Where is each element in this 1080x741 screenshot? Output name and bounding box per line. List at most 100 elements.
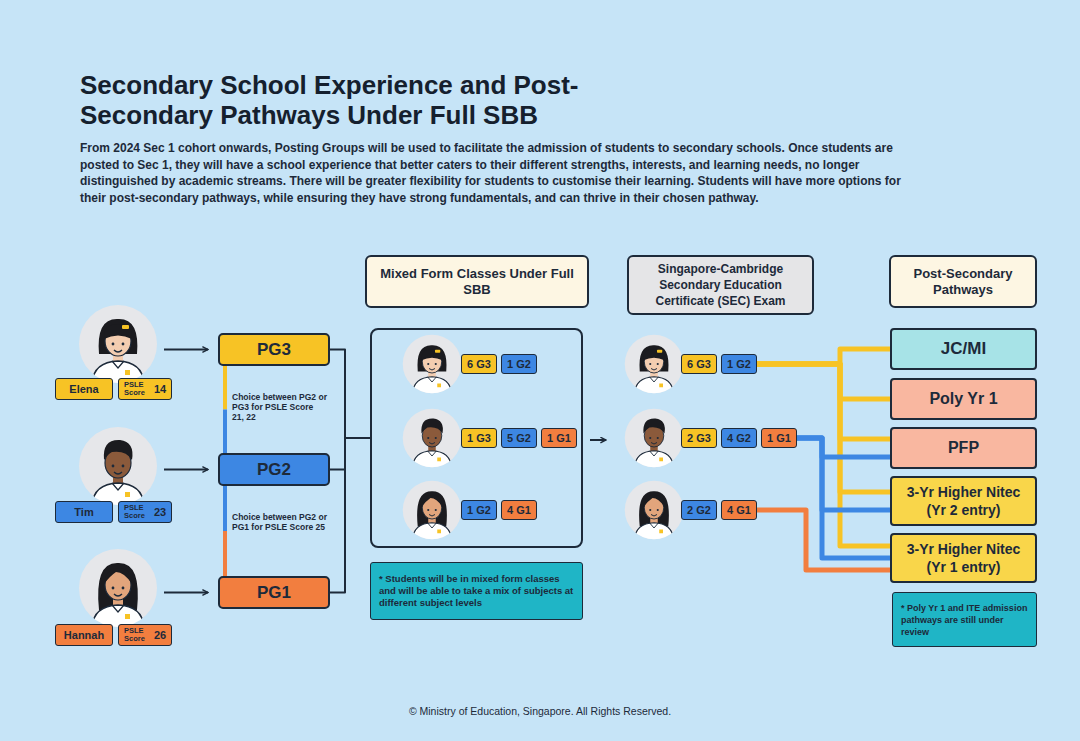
student-name: Hannah	[55, 624, 113, 646]
student-name-text: Elena	[69, 382, 98, 396]
student-avatar	[403, 481, 462, 542]
connector-line	[223, 410, 227, 454]
subject-level-pill: 1 G2	[461, 500, 497, 520]
subject-level-text: 6 G3	[687, 357, 711, 371]
note-box: * Poly Yr 1 and ITE admission pathways a…	[892, 592, 1037, 647]
note-text: * Students will be in mixed form classes…	[379, 573, 574, 609]
subject-level-pill: 6 G3	[681, 354, 717, 374]
posting-arrow	[164, 592, 208, 594]
subject-level-pill: 5 G2	[501, 428, 537, 448]
posting-group-text: PG2	[257, 460, 291, 480]
connector	[797, 438, 890, 510]
psle-score-text: 26	[154, 628, 166, 642]
psle-score-box: PSLE Score 26	[118, 624, 172, 646]
student-avatar	[625, 335, 684, 396]
section-heading-text: Singapore-Cambridge Secondary Education …	[637, 261, 804, 309]
section-heading: Singapore-Cambridge Secondary Education …	[627, 255, 814, 315]
connector-line	[223, 486, 227, 531]
subject-level-text: 2 G3	[687, 431, 711, 445]
pathway-box: JC/MI	[890, 328, 1037, 370]
connector	[797, 438, 890, 457]
subject-level-pill: 2 G3	[681, 428, 717, 448]
subject-level-pill: 4 G2	[721, 428, 757, 448]
connector-line	[757, 510, 890, 570]
subject-level-text: 6 G3	[467, 357, 491, 371]
subject-level-pill: 4 G1	[501, 500, 537, 520]
connector	[225, 486, 226, 576]
pathway-text: JC/MI	[941, 340, 986, 358]
subject-level-text: 1 G2	[727, 357, 751, 371]
subject-level-pill: 1 G3	[461, 428, 497, 448]
pathway-text: PFP	[948, 439, 979, 457]
subject-level-text: 1 G1	[767, 431, 791, 445]
pathway-box: 3-Yr Higher Nitec (Yr 1 entry)	[890, 533, 1037, 583]
diagram-title: Secondary School Experience and Post-Sec…	[80, 70, 680, 130]
connector-line	[797, 438, 890, 558]
psle-score-box: PSLE Score 23	[118, 501, 172, 523]
progress-arrow	[590, 439, 606, 441]
intro-paragraph: From 2024 Sec 1 cohort onwards, Posting …	[80, 140, 930, 206]
pathway-text: 3-Yr Higher Nitec (Yr 2 entry)	[898, 483, 1029, 519]
subject-level-text: 1 G3	[467, 431, 491, 445]
psle-score-text: PSLE Score	[124, 381, 150, 397]
pathway-text: Poly Yr 1	[929, 390, 997, 408]
student-name-text: Tim	[74, 505, 93, 519]
subject-level-text: 4 G1	[727, 503, 751, 517]
psle-score-text: 23	[154, 505, 166, 519]
connector	[757, 510, 890, 570]
section-heading: Post-Secondary Pathways	[889, 255, 1037, 308]
subject-level-pill: 1 G2	[721, 354, 757, 374]
connector	[330, 438, 370, 470]
connector	[757, 364, 890, 399]
subject-level-pill: 1 G1	[761, 428, 797, 448]
connector	[330, 438, 370, 593]
subject-level-text: 1 G1	[547, 431, 571, 445]
subject-level-pill: 4 G1	[721, 500, 757, 520]
student-name: Tim	[55, 501, 113, 523]
psle-score-text: PSLE Score	[124, 627, 150, 643]
note-text: * Poly Yr 1 and ITE admission pathways a…	[901, 602, 1028, 638]
pathway-box: Poly Yr 1	[890, 378, 1037, 420]
posting-group-box: PG2	[218, 453, 330, 486]
psle-score-box: PSLE Score 14	[118, 378, 172, 400]
section-heading-text: Mixed Form Classes Under Full SBB	[375, 266, 579, 298]
psle-score-text: 14	[154, 382, 166, 396]
section-heading-text: Post-Secondary Pathways	[899, 266, 1027, 298]
copyright-footer: © Ministry of Education, Singapore. All …	[0, 705, 1080, 718]
psle-score-text: PSLE Score	[124, 504, 150, 520]
posting-group-box: PG3	[218, 333, 330, 366]
class-panel: 6 G3 1 G2 1 G3 5 G2 1 G1 1 G2 4 G1	[370, 328, 583, 548]
posting-arrow	[164, 349, 208, 351]
student-name-text: Hannah	[64, 628, 104, 642]
student-avatar	[403, 335, 462, 396]
subject-level-text: 1 G2	[467, 503, 491, 517]
student-avatar	[625, 481, 684, 542]
subject-level-pill: 6 G3	[461, 354, 497, 374]
connector	[330, 350, 370, 439]
connector	[225, 366, 226, 453]
subject-level-pill: 2 G2	[681, 500, 717, 520]
student-avatar	[79, 549, 157, 630]
posting-group-box: PG1	[218, 576, 330, 609]
connector	[797, 438, 890, 558]
connector-line	[330, 350, 370, 439]
student-name: Elena	[55, 378, 113, 400]
posting-group-text: PG3	[257, 340, 291, 360]
student-avatar	[79, 427, 157, 508]
connector-line	[330, 438, 370, 470]
subject-level-text: 5 G2	[507, 431, 531, 445]
pathway-box: 3-Yr Higher Nitec (Yr 2 entry)	[890, 476, 1037, 526]
pathway-box: PFP	[890, 427, 1037, 469]
student-avatar	[403, 409, 462, 470]
student-avatar	[79, 305, 157, 386]
pathway-text: 3-Yr Higher Nitec (Yr 1 entry)	[898, 540, 1029, 576]
posting-group-text: PG1	[257, 583, 291, 603]
choice-note: Choice between PG2 or PG1 for PSLE Score…	[232, 512, 327, 532]
choice-note: Choice between PG2 or PG3 for PSLE Score…	[232, 392, 327, 422]
note-box: * Students will be in mixed form classes…	[370, 562, 583, 620]
student-avatar	[625, 409, 684, 470]
connector-line	[757, 364, 890, 399]
connector-line	[223, 366, 227, 410]
subject-level-text: 1 G2	[507, 357, 531, 371]
subject-level-text: 2 G2	[687, 503, 711, 517]
